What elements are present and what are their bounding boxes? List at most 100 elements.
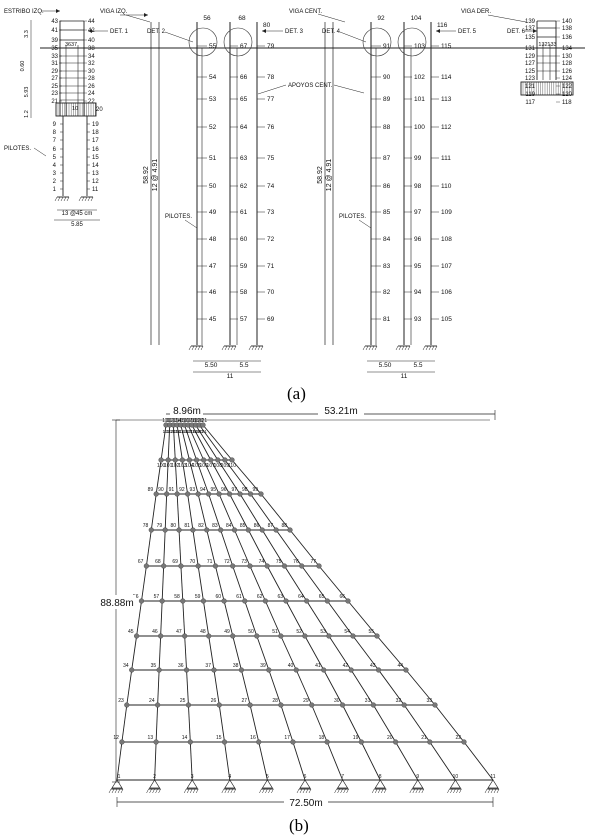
support-triangle: [186, 779, 198, 789]
frame-column: [150, 493, 157, 531]
frame-column: [178, 529, 182, 567]
frame-node: [200, 598, 207, 604]
node-label: 14: [182, 735, 188, 741]
frame-column: [220, 529, 234, 567]
frame-column: [342, 704, 362, 743]
node-label: 25: [180, 698, 186, 704]
dim-pier-gap2: 5.5: [413, 362, 422, 369]
frame-column: [184, 635, 188, 671]
pinned-support: [108, 779, 124, 794]
frame-node: [290, 739, 296, 745]
frame-column: [164, 493, 168, 531]
frame-column: [328, 635, 352, 671]
dim-pier-height: 58.92: [317, 166, 324, 184]
node-label: 53: [320, 629, 326, 635]
node-label: 11: [490, 774, 495, 780]
node-label: 114: [173, 418, 181, 424]
dim-label-bg: [98, 595, 136, 609]
node-label: 112: [441, 124, 452, 131]
support-hatch: [334, 788, 337, 794]
node-label: 51: [209, 155, 217, 162]
node-label: 86: [383, 183, 391, 190]
frame-column: [249, 565, 266, 602]
frame-node: [287, 527, 293, 533]
node-label: 93: [414, 316, 422, 323]
frame-column: [203, 459, 220, 495]
frame-column: [249, 704, 260, 743]
frame-node: [212, 563, 219, 569]
support-hatch: [412, 788, 416, 794]
node-label: 6: [304, 774, 307, 780]
label-det-3: DET. 3: [285, 29, 304, 35]
leader-line: [33, 147, 47, 157]
node-label: 6: [53, 147, 57, 153]
frame-column: [224, 741, 231, 781]
frame-node: [247, 702, 253, 708]
frame-node: [403, 667, 409, 673]
node-label: 8: [53, 130, 57, 136]
label-det-5: DET. 5: [458, 29, 477, 35]
support-triangle: [412, 779, 424, 789]
pile-cap: [520, 81, 574, 96]
node-label: 66: [240, 74, 248, 81]
frame-node: [148, 527, 154, 533]
dim-pier-gap1: 5.50: [379, 362, 392, 369]
frame-column: [116, 741, 123, 781]
node-label: 77: [267, 96, 275, 103]
node-label: 9: [53, 122, 57, 128]
detail-circle: [223, 27, 253, 57]
support-hatch: [377, 788, 381, 794]
node-label: 9: [416, 774, 419, 780]
dim-1-2: 1.2: [24, 110, 30, 118]
node-label: 128: [562, 61, 573, 67]
node-label: 104: [411, 15, 422, 22]
frame-column: [198, 424, 226, 461]
pinned-support: [334, 779, 349, 794]
frame-node: [190, 527, 196, 533]
panel-b-frame-model: 1234567891011121314151617181920212223242…: [98, 404, 500, 809]
label-viga-der: VIGA DER.: [461, 9, 491, 15]
frame-column: [155, 704, 159, 743]
node-label: 116: [181, 429, 189, 434]
node-label: 4: [228, 774, 231, 780]
frame-node: [432, 702, 438, 708]
node-label: 110: [228, 463, 236, 469]
frame-column: [189, 459, 199, 495]
pile-cap: [55, 102, 97, 117]
frame-column: [280, 635, 297, 671]
label-det-4: DET. 4: [322, 29, 341, 35]
support-hatch: [368, 345, 372, 351]
frame-node: [201, 457, 207, 463]
node-label: 41: [315, 663, 321, 669]
node-label: 113: [170, 429, 178, 434]
frame-node: [164, 491, 170, 497]
label-apoyos-cent: APOYOS CENT.: [288, 83, 333, 89]
node-label: 59: [240, 263, 248, 270]
node-label: 69: [172, 559, 178, 565]
node-label: 115: [441, 43, 452, 50]
node-label: 17: [92, 138, 99, 144]
node-label: 24: [149, 698, 155, 704]
leader-line: [339, 31, 367, 43]
frame-node: [237, 491, 243, 497]
node-label: 34: [123, 663, 129, 669]
node-label: 122: [562, 84, 573, 90]
frame-column: [350, 669, 374, 706]
frame-column: [213, 669, 220, 706]
node-label: 100: [414, 124, 425, 131]
node-label: 121: [199, 418, 208, 424]
node-label: 54: [344, 629, 350, 635]
dim-pier-total: 11: [227, 373, 234, 380]
node-label: 32: [396, 698, 402, 704]
frame-node: [155, 702, 161, 708]
pinned-support: [146, 779, 161, 794]
node-label: 107: [207, 463, 216, 469]
node-label: 93: [190, 487, 196, 493]
frame-node: [348, 667, 354, 673]
support-hatch: [487, 788, 491, 794]
node-label: 39: [260, 663, 266, 669]
node-label: 104: [185, 463, 194, 469]
frame-node: [143, 563, 150, 569]
support-hatch: [152, 788, 155, 794]
frame-column: [376, 635, 407, 671]
